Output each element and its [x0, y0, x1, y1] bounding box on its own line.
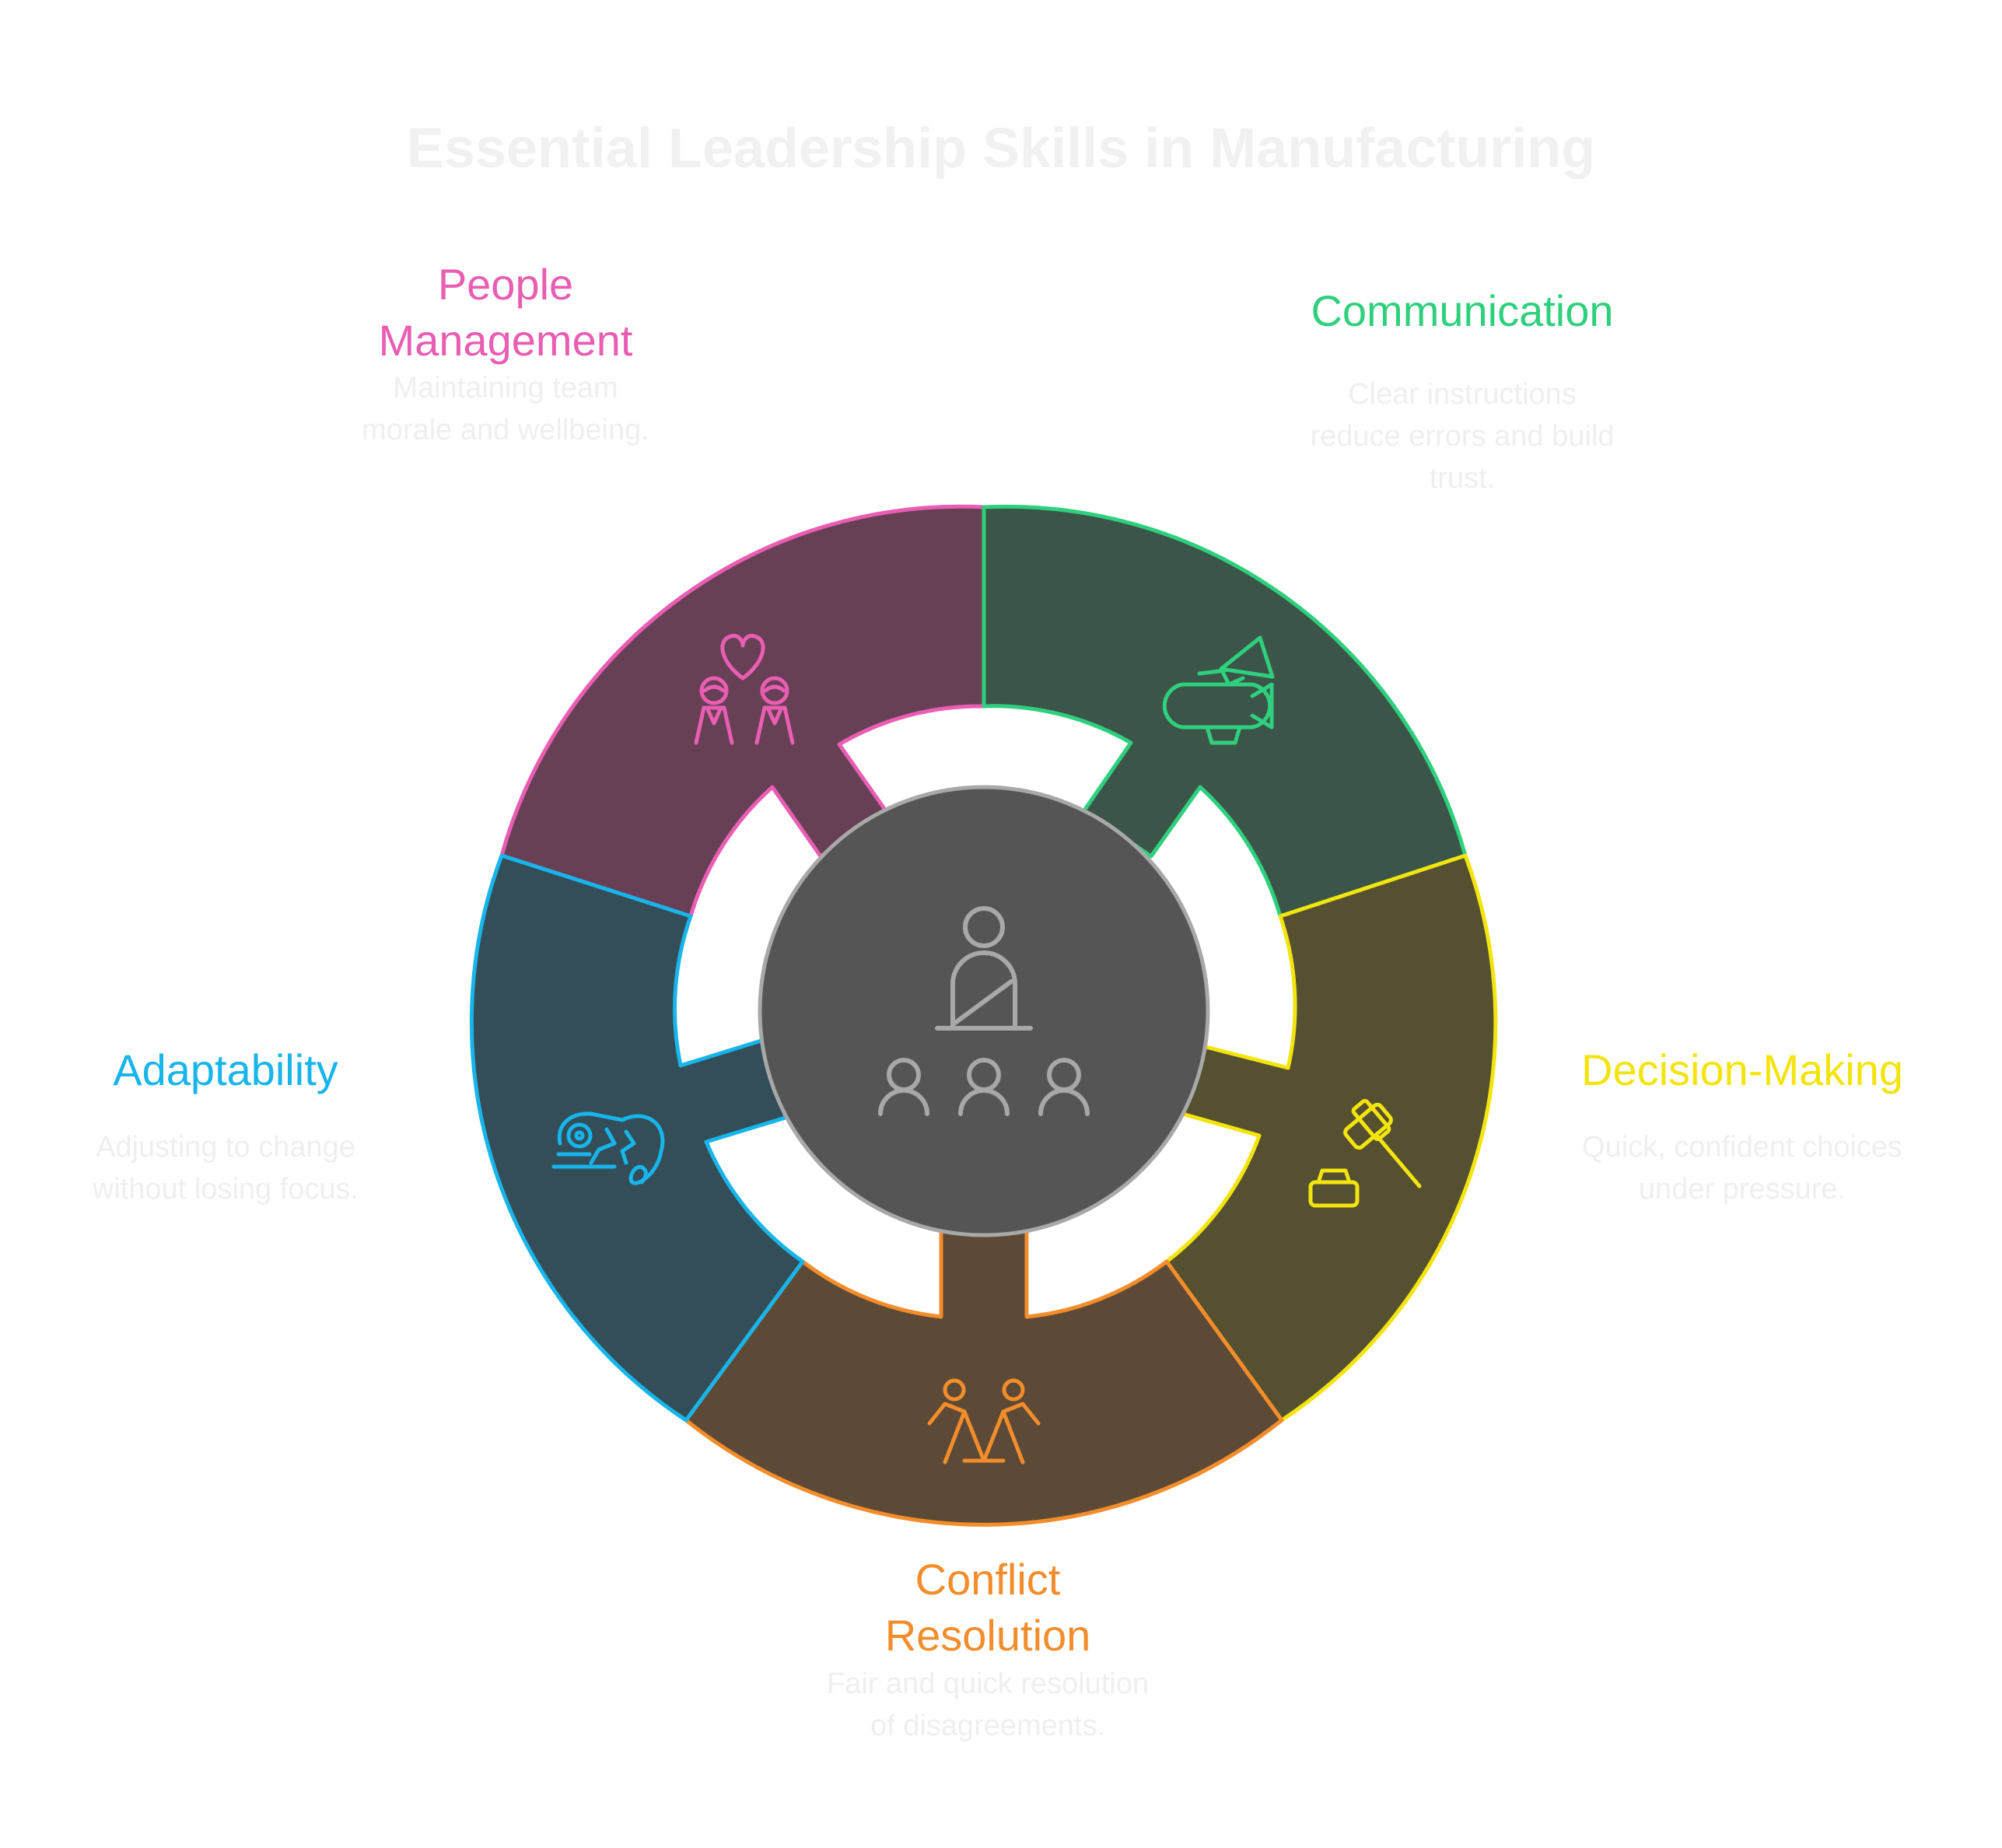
gavel-icon	[1308, 1098, 1422, 1208]
communication-description: Clear instructions reduce errors and bui…	[1244, 373, 1680, 499]
conflict-resolution-description-line2: of disagreements.	[870, 1710, 1106, 1742]
megaphone-blimp-icon	[1162, 635, 1275, 745]
decision-making-description-line2: under pressure.	[1638, 1173, 1846, 1206]
diagram-title: Essential Leadership Skills in Manufactu…	[406, 117, 1596, 180]
segment-decision-making	[1164, 853, 1498, 1423]
adaptability-description: Adjusting to change without losing focus…	[31, 1126, 420, 1210]
communication-description-line1: Clear instructions	[1348, 378, 1577, 411]
people-heart-icon	[694, 633, 795, 745]
adaptability-label-line1: Adaptability	[113, 1045, 338, 1094]
people-management-description: Maintaining team morale and wellbeing.	[296, 367, 716, 451]
adaptability-description-line1: Adjusting to change	[96, 1131, 355, 1164]
decision-making-label-line1: Decision-Making	[1581, 1045, 1903, 1094]
segment-communication	[982, 504, 1468, 919]
chameleon-icon	[551, 1111, 665, 1185]
conflict-resolution-label-line2: Resolution	[884, 1611, 1091, 1660]
decision-making-description: Quick, confident choices under pressure.	[1524, 1126, 1960, 1210]
conflict-resolution-description-line1: Fair and quick resolution	[827, 1668, 1149, 1700]
adaptability-label: Adaptability	[31, 1042, 420, 1098]
people-holding-hands-icon	[927, 1378, 1041, 1465]
center-hub	[758, 785, 1210, 1237]
segment-conflict-resolution	[684, 1227, 1284, 1527]
decision-making-description-line1: Quick, confident choices	[1582, 1131, 1902, 1164]
people-management-description-line2: morale and wellbeing.	[362, 414, 649, 446]
adaptability-description-line2: without losing focus.	[92, 1173, 359, 1206]
conflict-resolution-label: Conflict Resolution	[778, 1552, 1198, 1664]
conflict-resolution-label-line1: Conflict	[915, 1555, 1061, 1604]
decision-making-label: Decision-Making	[1524, 1042, 1960, 1098]
people-management-label: People Management	[311, 257, 700, 369]
leader-with-team-icon	[878, 906, 1090, 1116]
communication-description-line3: trust.	[1429, 462, 1496, 495]
conflict-resolution-description: Fair and quick resolution of disagreemen…	[762, 1663, 1213, 1747]
segment-adaptability	[469, 853, 805, 1423]
communication-label: Communication	[1244, 283, 1680, 339]
communication-description-line2: reduce errors and build	[1310, 420, 1615, 453]
people-management-label-line1: People	[437, 260, 574, 309]
people-management-label-line2: Management	[378, 316, 633, 365]
segment-people-management	[499, 504, 986, 919]
communication-label-line1: Communication	[1311, 286, 1614, 335]
people-management-description-line1: Maintaining team	[393, 372, 618, 404]
